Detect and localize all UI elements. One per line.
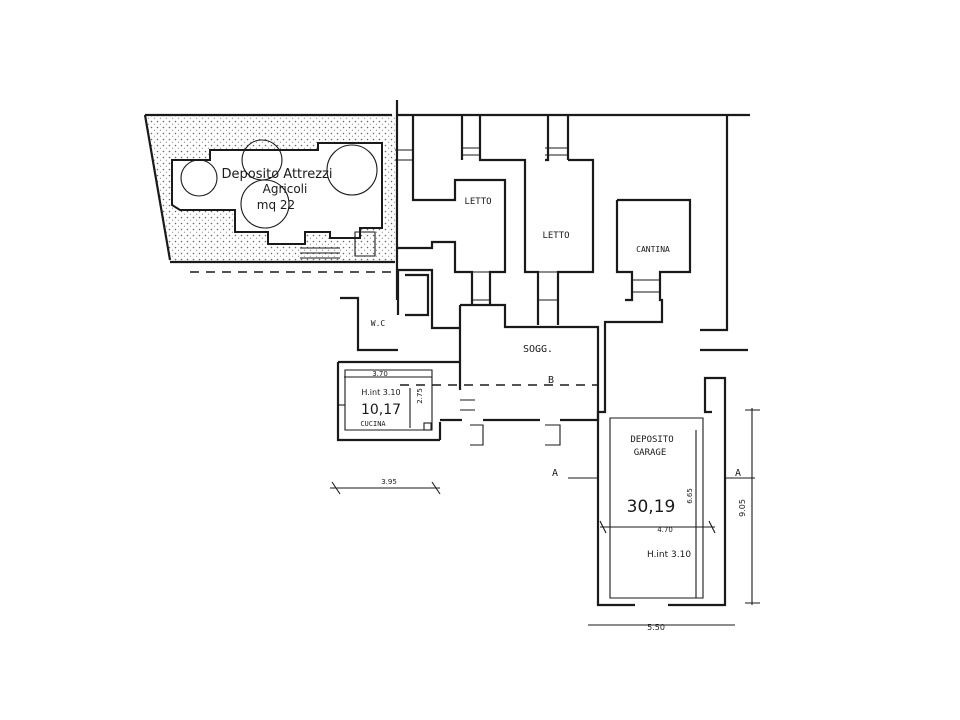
room-label-wc: W.C xyxy=(371,319,386,328)
section-marker-a-left: A xyxy=(552,468,558,479)
main-house-walls xyxy=(330,100,760,626)
garage-area: 30,19 xyxy=(627,497,676,517)
room-label-letto-2: LETTO xyxy=(542,231,569,241)
room-label-deposito: DEPOSITO xyxy=(630,435,673,445)
dim-garage-outer: 5.50 xyxy=(647,623,665,632)
garage-width-dim: 4.70 xyxy=(657,526,673,534)
dim-kitchen-outer: 3.95 xyxy=(381,478,397,486)
room-label-soggiorno: SOGG. xyxy=(523,344,553,355)
room-label-garage: GARAGE xyxy=(634,448,667,458)
kitchen-area: 10,17 xyxy=(361,402,401,418)
kitchen-width-dim: 3.70 xyxy=(372,370,388,378)
dim-right-side: 9.05 xyxy=(738,499,747,517)
room-label-cucina: CUCINA xyxy=(360,420,386,428)
room-label-letto-1: LETTO xyxy=(464,197,491,207)
garage-depth-dim: 6.65 xyxy=(686,488,694,504)
annex-area: mq 22 xyxy=(257,198,295,212)
annex-title-line1: Deposito Attrezzi xyxy=(222,167,333,182)
annex-deposito-attrezzi xyxy=(143,113,398,273)
section-marker-a-right: A xyxy=(735,468,741,479)
section-marker-b: B xyxy=(548,375,554,386)
kitchen-depth-dim: 2.75 xyxy=(416,388,424,404)
garage-height-note: H.int 3.10 xyxy=(647,550,691,560)
kitchen-height-note: H.int 3.10 xyxy=(361,388,400,397)
room-label-cantina: CANTINA xyxy=(636,245,670,254)
annex-title-line2: Agricoli xyxy=(263,182,308,196)
